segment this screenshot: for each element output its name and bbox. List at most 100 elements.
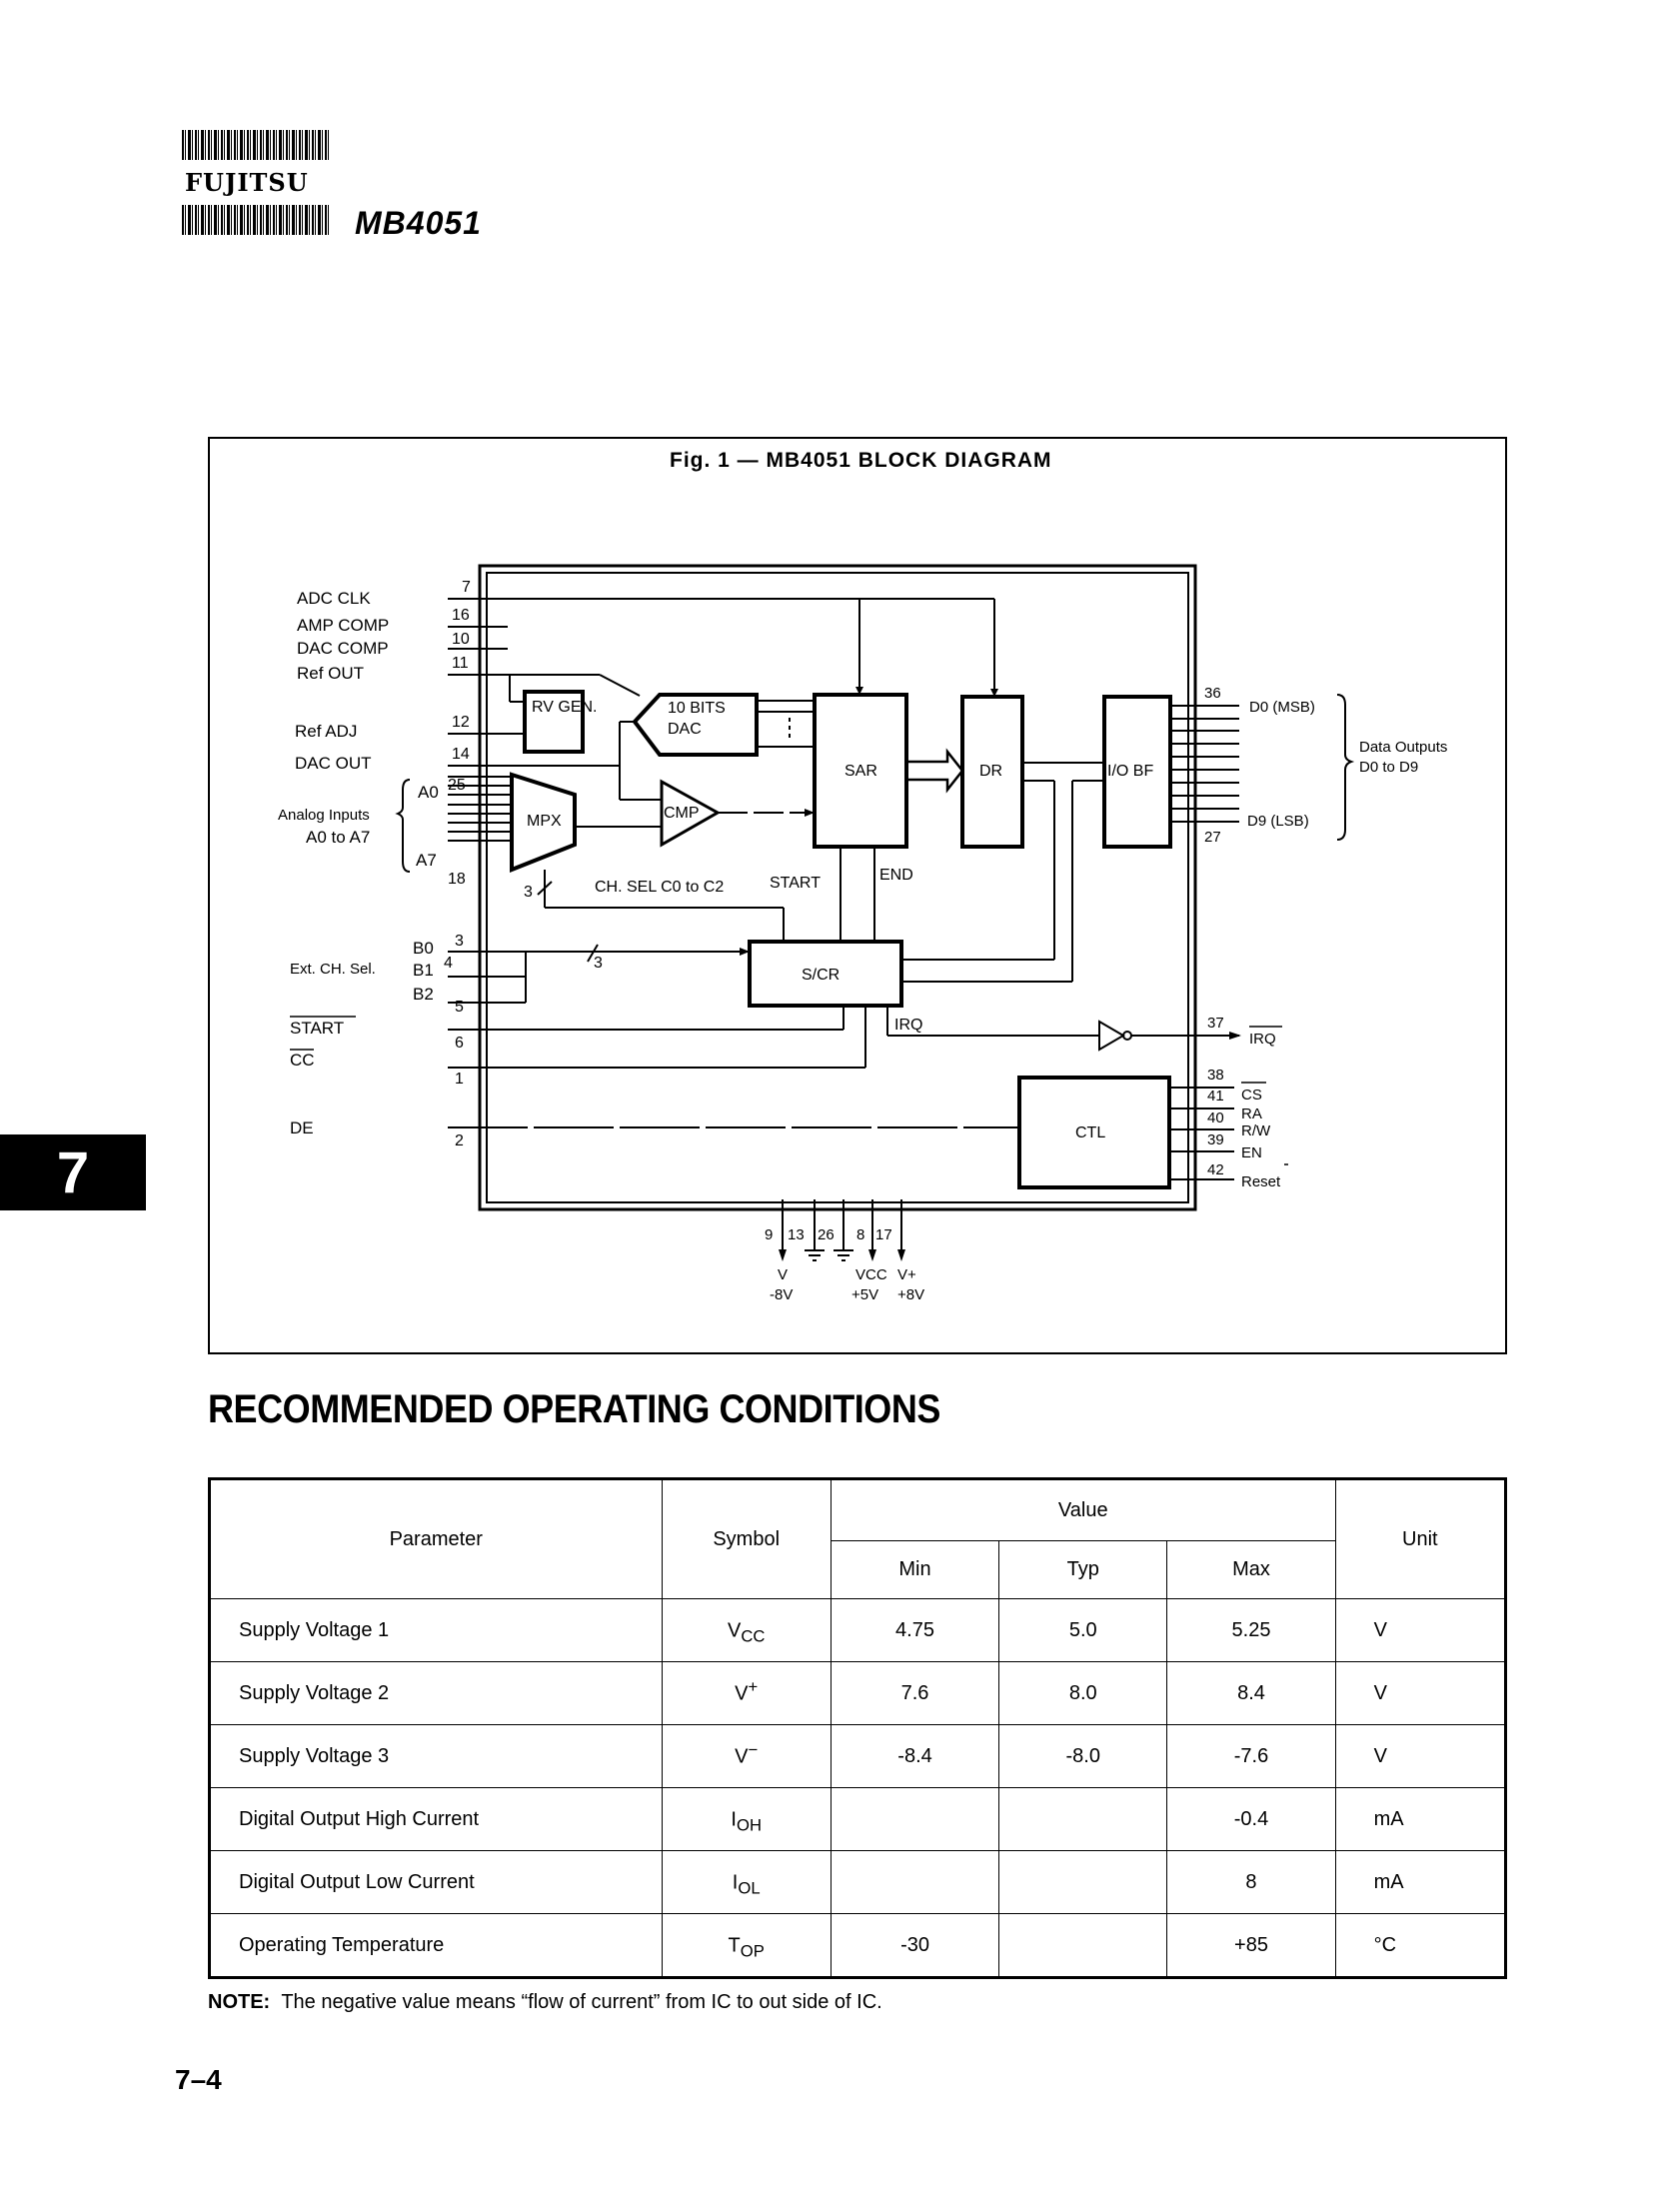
header-max: Max	[1166, 1540, 1336, 1599]
svg-text:11: 11	[452, 655, 469, 672]
svg-text:16: 16	[452, 607, 470, 624]
svg-text:V+: V+	[897, 1266, 916, 1283]
svg-text:SAR: SAR	[844, 763, 877, 780]
svg-text:42: 42	[1207, 1161, 1224, 1178]
table-row: Digital Output Low Current IOL 8 mA	[209, 1850, 1507, 1914]
header-typ: Typ	[998, 1540, 1168, 1599]
table-row: Digital Output High Current IOH -0.4 mA	[209, 1787, 1507, 1851]
svg-text:12: 12	[452, 714, 470, 731]
svg-text:A0 to A7: A0 to A7	[306, 828, 370, 847]
pin-label: ADC CLK	[297, 589, 371, 608]
svg-text:Analog Inputs: Analog Inputs	[278, 807, 370, 824]
svg-text:DAC OUT: DAC OUT	[295, 754, 372, 773]
table-note: NOTE: The negative value means “flow of …	[208, 1991, 882, 2014]
svg-text:DR: DR	[979, 763, 1002, 780]
barcode-top	[182, 130, 330, 160]
header-symbol: Symbol	[661, 1478, 832, 1599]
svg-text:CTL: CTL	[1075, 1124, 1105, 1141]
svg-text:Ref OUT: Ref OUT	[297, 664, 364, 683]
header-parameter: Parameter	[209, 1478, 663, 1599]
header-value: Value	[830, 1478, 1336, 1541]
svg-text:25: 25	[448, 777, 466, 794]
svg-text:DE: DE	[290, 1118, 314, 1137]
svg-text:START: START	[290, 1019, 344, 1038]
operating-conditions-table: Parameter Symbol Value Unit Min Typ Max …	[208, 1477, 1507, 1979]
svg-text:40: 40	[1207, 1109, 1224, 1126]
note-text: The negative value means “flow of curren…	[281, 1991, 882, 2013]
svg-text:+5V: +5V	[851, 1286, 878, 1303]
svg-text:6: 6	[455, 1035, 464, 1052]
svg-text:VCC: VCC	[855, 1266, 887, 1283]
svg-text:Data Outputs: Data Outputs	[1359, 739, 1447, 756]
table-row: Operating Temperature TOP -30 +85 °C	[209, 1913, 1507, 1978]
svg-text:27: 27	[1204, 829, 1221, 846]
svg-text:D0 (MSB): D0 (MSB)	[1249, 699, 1315, 716]
svg-text:17: 17	[875, 1226, 892, 1243]
svg-text:START: START	[770, 875, 821, 892]
barcode-bottom	[182, 205, 330, 235]
svg-text:A7: A7	[416, 851, 437, 870]
svg-text:14: 14	[452, 746, 470, 763]
figure-frame	[208, 437, 1507, 1354]
header-unit: Unit	[1334, 1478, 1507, 1599]
brand-logo: FUJITSU	[185, 168, 309, 197]
section-title: RECOMMENDED OPERATING CONDITIONS	[208, 1387, 940, 1431]
chapter-tab: 7	[0, 1134, 146, 1210]
svg-text:IRQ: IRQ	[894, 1017, 922, 1034]
svg-text:36: 36	[1204, 685, 1221, 702]
svg-text:DAC COMP: DAC COMP	[297, 639, 389, 658]
svg-text:CC: CC	[290, 1051, 315, 1070]
svg-text:S/CR: S/CR	[802, 967, 840, 984]
svg-text:7: 7	[462, 579, 471, 596]
svg-text:Reset: Reset	[1241, 1173, 1281, 1190]
model-number: MB4051	[355, 205, 482, 241]
svg-text:IRQ: IRQ	[1249, 1031, 1276, 1048]
note-label: NOTE:	[208, 1991, 271, 2013]
symbol-cell: IOH	[661, 1787, 832, 1851]
svg-text:13: 13	[788, 1226, 805, 1243]
svg-text:-8V: -8V	[770, 1286, 793, 1303]
svg-text:39: 39	[1207, 1131, 1224, 1148]
svg-text:A0: A0	[418, 783, 439, 802]
svg-text:CH. SEL C0 to C2: CH. SEL C0 to C2	[595, 879, 724, 896]
svg-text:END: END	[879, 867, 913, 884]
block-diagram: ADC CLK AMP COMP DAC COMP Ref OUT Ref AD…	[278, 564, 1447, 1303]
symbol-cell: TOP	[661, 1913, 832, 1978]
svg-text:26: 26	[818, 1226, 835, 1243]
figure-title: Fig. 1 — MB4051 BLOCK DIAGRAM	[670, 449, 1052, 472]
svg-text:R/W: R/W	[1241, 1122, 1271, 1139]
table-row: Supply Voltage 2 V+ 7.6 8.0 8.4 V	[209, 1661, 1507, 1725]
svg-text:Ext. CH. Sel.: Ext. CH. Sel.	[290, 961, 376, 978]
svg-text:Ref ADJ: Ref ADJ	[295, 722, 357, 741]
svg-text:3: 3	[594, 955, 603, 972]
table-row: Supply Voltage 1 VCC 4.75 5.0 5.25 V	[209, 1598, 1507, 1662]
svg-text:V: V	[778, 1266, 788, 1283]
svg-text:DAC: DAC	[668, 721, 702, 738]
table-row: Supply Voltage 3 V− -8.4 -8.0 -7.6 V	[209, 1724, 1507, 1788]
page-number: 7–4	[175, 2064, 222, 2095]
header-min: Min	[830, 1540, 1000, 1599]
svg-text:9: 9	[765, 1226, 773, 1243]
svg-text:4: 4	[444, 955, 453, 972]
svg-text:10 BITS: 10 BITS	[668, 700, 726, 717]
svg-text:38: 38	[1207, 1067, 1224, 1084]
symbol-cell: VCC	[661, 1598, 832, 1662]
svg-text:10: 10	[452, 631, 470, 648]
svg-text:RV GEN.: RV GEN.	[532, 699, 598, 716]
svg-text:5: 5	[455, 999, 464, 1016]
svg-text:+8V: +8V	[897, 1286, 924, 1303]
svg-text:AMP COMP: AMP COMP	[297, 616, 389, 635]
svg-text:41: 41	[1207, 1088, 1224, 1105]
svg-text:8: 8	[856, 1226, 864, 1243]
symbol-cell: V+	[661, 1661, 832, 1725]
svg-text:B1: B1	[413, 961, 434, 980]
svg-text:2: 2	[455, 1132, 464, 1149]
symbol-cell: V−	[661, 1724, 832, 1788]
svg-text:RA: RA	[1241, 1106, 1262, 1122]
svg-text:18: 18	[448, 871, 466, 888]
svg-text:I/O BF: I/O BF	[1107, 763, 1153, 780]
svg-text:1: 1	[455, 1071, 464, 1088]
svg-text:3: 3	[524, 884, 533, 901]
symbol-cell: IOL	[661, 1850, 832, 1914]
svg-text:D9 (LSB): D9 (LSB)	[1247, 813, 1309, 830]
